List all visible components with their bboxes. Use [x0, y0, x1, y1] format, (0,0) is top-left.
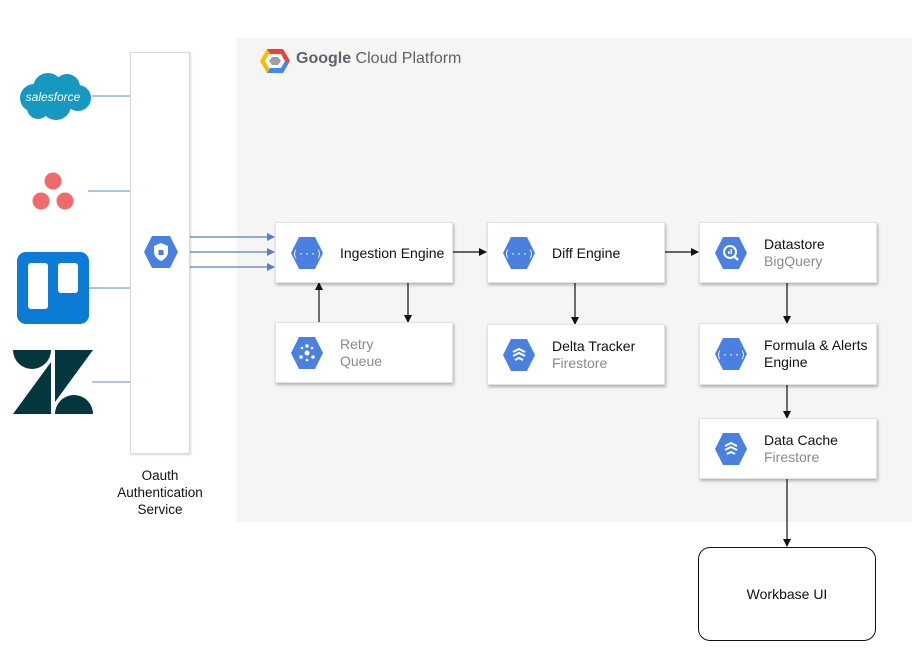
delta-tracker-node: Delta Tracker Firestore — [487, 324, 665, 385]
platform-title: Google Cloud Platform — [296, 50, 462, 67]
diff-engine-node: (···) Diff Engine — [487, 222, 665, 283]
delta-tracker-subtitle: Firestore — [552, 355, 608, 371]
pubsub-hexagon-icon — [291, 337, 323, 369]
formula-alerts-engine-node: (···) Formula & Alerts Engine — [699, 323, 877, 385]
svg-text:(···): (···) — [292, 249, 322, 260]
diff-engine-title: Diff Engine — [552, 245, 621, 261]
trello-logo — [17, 252, 89, 324]
formula-alerts-title-line1: Formula & Alerts — [764, 337, 868, 353]
firestore-hexagon-icon — [503, 339, 535, 371]
firestore-hexagon-icon — [715, 433, 747, 465]
svg-text:(···): (···) — [716, 350, 746, 361]
formula-alerts-title-line2: Engine — [764, 354, 808, 370]
bigquery-hexagon-icon — [715, 237, 747, 269]
datastore-title: Datastore — [764, 236, 825, 252]
google-cloud-hexagon-icon — [260, 49, 290, 73]
datastore-node: Datastore BigQuery — [699, 222, 877, 283]
ingestion-engine-title: Ingestion Engine — [340, 245, 445, 261]
data-cache-node: Data Cache Firestore — [699, 418, 877, 479]
svg-text:salesforce: salesforce — [26, 90, 81, 104]
retry-queue-node: Retry Queue — [275, 322, 453, 383]
svg-text:(···): (···) — [504, 249, 534, 260]
zendesk-logo — [13, 350, 93, 414]
retry-queue-title: Retry — [340, 336, 374, 352]
salesforce-logo: salesforce — [20, 73, 91, 120]
api-hexagon-icon: (···) — [503, 237, 535, 269]
data-cache-title: Data Cache — [764, 432, 838, 448]
data-cache-subtitle: Firestore — [764, 449, 820, 465]
shield-lock-icon — [144, 236, 178, 268]
workbase-ui-label: Workbase UI — [746, 586, 828, 602]
delta-tracker-title: Delta Tracker — [552, 338, 636, 354]
api-hexagon-icon: (···) — [291, 237, 323, 269]
workbase-ui-node: Workbase UI — [698, 547, 876, 641]
retry-queue-subtitle: Queue — [340, 353, 383, 369]
asana-logo — [32, 172, 74, 210]
datastore-subtitle: BigQuery — [764, 253, 823, 269]
ingestion-engine-node: (···) Ingestion Engine — [275, 222, 453, 283]
auth-service-label: Oauth Authentication Service — [117, 468, 203, 517]
api-hexagon-icon: (···) — [715, 338, 747, 370]
